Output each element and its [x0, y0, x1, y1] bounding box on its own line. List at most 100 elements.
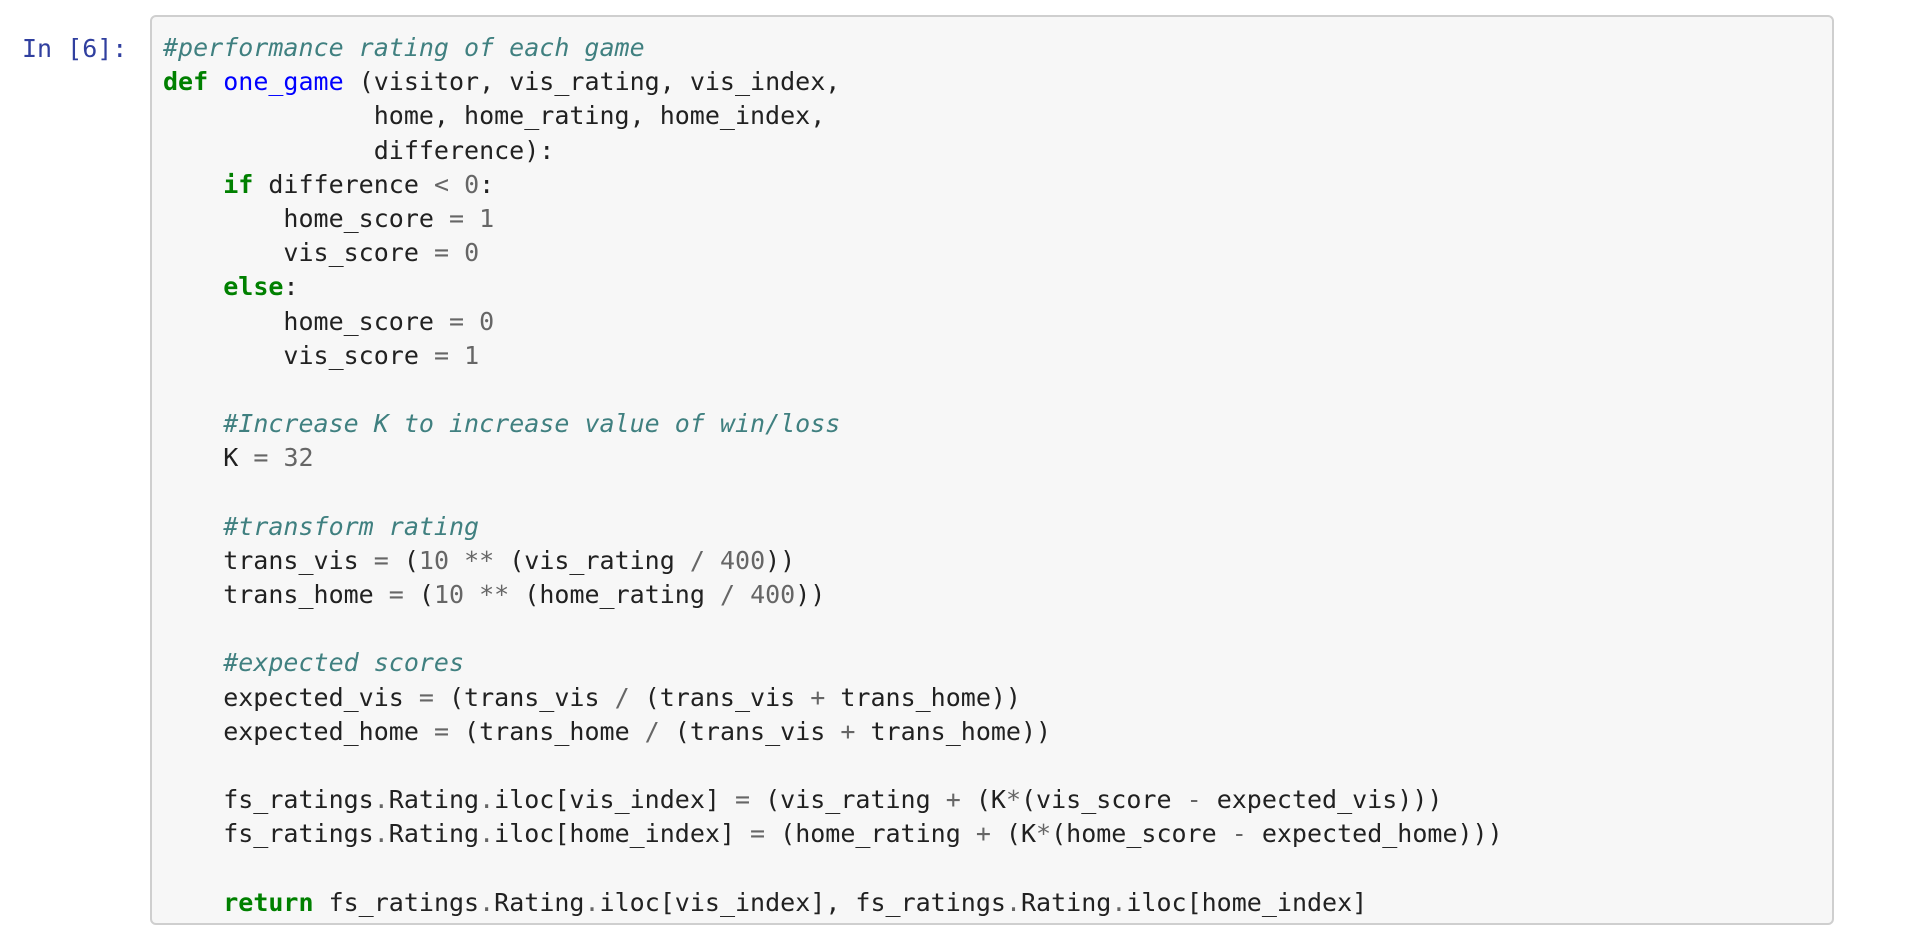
code-token-txt — [268, 443, 283, 472]
code-token-txt: trans_vis — [163, 545, 374, 575]
code-token-op: = — [448, 306, 465, 336]
code-token-cm: #Increase K to increase value of win/los… — [223, 409, 841, 439]
code-token-num: 0 — [464, 169, 480, 199]
code-token-txt: home_score — [163, 203, 449, 233]
code-token-op: * — [1005, 785, 1021, 815]
code-token-txt: expected_home))) — [1246, 819, 1503, 849]
code-token-txt — [163, 170, 223, 199]
code-token-txt: : — [479, 169, 495, 199]
code-cell-editor[interactable]: #performance rating of each game def one_… — [150, 15, 1834, 925]
code-token-op: . — [1111, 887, 1127, 917]
code-block[interactable]: #performance rating of each game def one_… — [163, 31, 1822, 920]
code-line: if difference < 0: — [163, 168, 1822, 202]
code-token-cm: #transform rating — [223, 511, 480, 541]
code-token-txt — [163, 512, 223, 541]
code-token-txt: : — [283, 272, 299, 302]
code-token-txt: iloc[vis_index], fs_ratings — [599, 887, 1006, 917]
code-token-txt: expected_vis — [163, 682, 419, 712]
code-token-cm: #performance rating of each game — [163, 33, 645, 62]
code-token-txt: (home_score — [1051, 819, 1232, 849]
code-token-txt — [208, 67, 223, 96]
code-token-txt: )) — [795, 580, 826, 609]
code-token-num: 10 — [418, 545, 449, 575]
code-line: #expected scores — [163, 646, 1822, 680]
code-token-txt: Rating — [388, 819, 480, 849]
code-token-txt — [163, 888, 223, 917]
code-token-op: . — [479, 785, 495, 815]
code-token-num: 0 — [464, 238, 480, 268]
code-token-txt: fs_ratings — [163, 819, 374, 849]
code-token-txt: ( — [403, 580, 434, 609]
code-token-txt — [449, 170, 464, 199]
code-token-cm: #expected scores — [223, 648, 465, 678]
code-token-txt: trans_home)) — [855, 716, 1052, 746]
code-token-txt: (vis_rating — [750, 785, 946, 815]
code-token-txt: vis_score — [163, 238, 434, 268]
code-line: return fs_ratings.Rating.iloc[vis_index]… — [163, 886, 1822, 920]
code-token-op: ** — [464, 545, 495, 575]
code-token-op: / — [614, 682, 630, 712]
code-line: expected_vis = (trans_vis / (trans_vis +… — [163, 681, 1822, 715]
code-token-txt: difference): — [163, 135, 555, 165]
code-token-op: + — [810, 682, 826, 712]
code-token-txt: K — [163, 443, 254, 473]
code-token-op: * — [1036, 819, 1052, 849]
code-line — [163, 852, 1822, 886]
code-line — [163, 475, 1822, 509]
code-line: home, home_rating, home_index, — [163, 99, 1822, 133]
code-token-txt: home_score — [163, 306, 449, 336]
code-token-op: + — [975, 819, 991, 849]
code-token-op: . — [373, 819, 389, 849]
code-line: else: — [163, 270, 1822, 304]
code-token-op: . — [584, 887, 600, 917]
code-token-txt: Rating — [494, 887, 585, 917]
code-line: trans_home = (10 ** (home_rating / 400)) — [163, 578, 1822, 612]
code-token-op: ** — [479, 580, 510, 609]
code-token-num: 400 — [750, 580, 796, 609]
code-token-num: 1 — [479, 203, 495, 233]
code-line: home_score = 0 — [163, 305, 1822, 339]
code-token-txt: (K — [960, 785, 1006, 815]
code-token-txt — [705, 546, 720, 575]
code-line: vis_score = 0 — [163, 236, 1822, 270]
code-token-txt: ( — [388, 545, 419, 575]
code-token-txt: fs_ratings — [163, 785, 374, 815]
code-line: trans_vis = (10 ** (vis_rating / 400)) — [163, 544, 1822, 578]
code-token-txt — [163, 409, 223, 438]
code-token-num: 400 — [719, 545, 766, 575]
code-token-num: 0 — [479, 306, 495, 336]
code-token-txt: (vis_score — [1021, 785, 1187, 815]
code-line: home_score = 1 — [163, 202, 1822, 236]
code-token-txt: (visitor, vis_rating, vis_index, — [343, 67, 841, 97]
code-token-txt — [464, 307, 479, 336]
code-token-op: . — [479, 819, 495, 849]
code-token-txt: trans_home — [163, 580, 389, 609]
code-token-num: 10 — [433, 580, 465, 609]
code-token-txt: (K — [990, 819, 1037, 849]
code-token-txt: (trans_vis — [659, 716, 841, 746]
code-token-op: < — [433, 169, 450, 199]
code-token-op: = — [433, 716, 449, 746]
code-line: fs_ratings.Rating.iloc[home_index] = (ho… — [163, 817, 1822, 851]
code-token-kw: def — [163, 67, 209, 97]
code-token-txt: iloc[vis_index] — [494, 785, 735, 815]
code-token-txt: home, home_rating, home_index, — [163, 101, 826, 131]
code-token-txt: (home_rating — [765, 819, 976, 849]
code-token-op: . — [479, 887, 495, 917]
code-token-op: = — [433, 238, 449, 268]
code-token-txt: trans_home)) — [825, 682, 1021, 712]
code-line — [163, 612, 1822, 646]
code-token-txt — [449, 546, 464, 575]
code-token-op: + — [945, 785, 961, 815]
code-line: fs_ratings.Rating.iloc[vis_index] = (vis… — [163, 783, 1822, 817]
code-token-txt: (trans_home — [449, 716, 645, 746]
code-token-txt: fs_ratings — [313, 887, 480, 917]
code-token-txt: )) — [765, 545, 796, 575]
code-line: #Increase K to increase value of win/los… — [163, 407, 1822, 441]
code-token-txt: (trans_vis — [433, 682, 615, 712]
code-token-txt: difference — [253, 169, 434, 199]
input-prompt: In [6]: — [22, 34, 128, 63]
code-token-op: = — [418, 682, 434, 712]
code-token-fn: one_game — [223, 67, 344, 97]
